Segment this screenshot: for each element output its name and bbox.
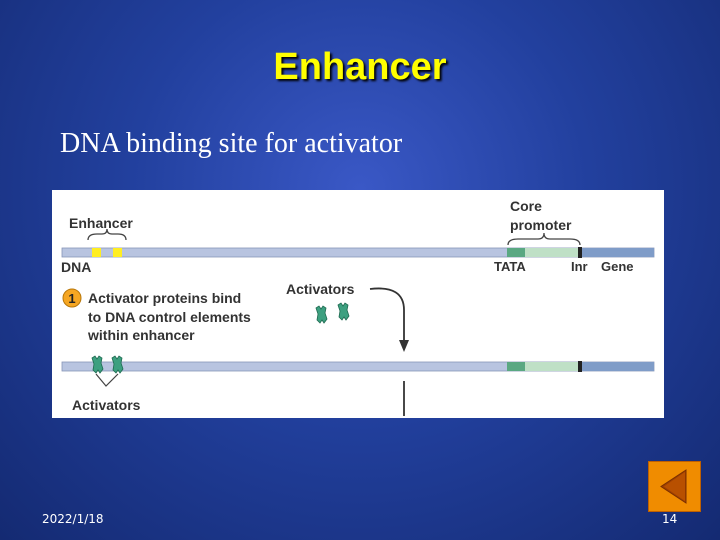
previous-slide-button[interactable] — [648, 461, 701, 512]
core-promoter-label-line1: Core — [510, 198, 542, 214]
activators-pointer — [95, 373, 119, 387]
previous-triangle-icon — [660, 469, 687, 504]
inr-marker-top — [578, 247, 582, 258]
activators-bottom-label: Activators — [72, 397, 141, 413]
step-number: 1 — [68, 291, 75, 306]
activators-top-label: Activators — [286, 281, 355, 297]
enhancer-diagram-svg: Enhancer Core promoter DNA TATA Inr Gene… — [61, 198, 655, 416]
step-text-line1: Activator proteins bind — [88, 290, 241, 306]
enhancer-site-2 — [113, 248, 122, 257]
promoter-region-bottom — [525, 362, 578, 371]
binding-arrow — [369, 287, 405, 345]
inr-marker-bottom — [578, 361, 582, 372]
activator-protein-icon — [91, 355, 104, 374]
binding-arrow-head — [399, 340, 409, 352]
activator-protein-icon — [315, 305, 328, 324]
slide-date: 2022/1/18 — [42, 512, 104, 526]
core-promoter-label-line2: promoter — [510, 217, 572, 233]
activator-protein-icon — [337, 302, 350, 321]
promoter-region-top — [525, 248, 578, 257]
activator-protein-icon — [111, 355, 124, 374]
tata-box-top — [507, 248, 525, 257]
core-promoter-bracket — [507, 232, 581, 246]
gene-region-top — [582, 248, 654, 257]
enhancer-diagram: Enhancer Core promoter DNA TATA Inr Gene… — [52, 190, 664, 418]
slide-title: Enhancer — [273, 46, 447, 88]
step-number-circle — [62, 288, 82, 308]
enhancer-site-1 — [92, 248, 101, 257]
inr-label: Inr — [571, 259, 588, 274]
dna-label: DNA — [61, 259, 91, 275]
enhancer-bracket — [87, 228, 127, 241]
tata-box-bottom — [507, 362, 525, 371]
slide-page-number: 14 — [662, 512, 678, 526]
gene-label: Gene — [601, 259, 634, 274]
slide-subtitle: DNA binding site for activator — [60, 128, 403, 159]
step-text-line2: to DNA control elements — [88, 309, 251, 325]
tata-label: TATA — [494, 259, 526, 274]
gene-region-bottom — [582, 362, 654, 371]
step-text-line3: within enhancer — [87, 327, 195, 343]
enhancer-label: Enhancer — [69, 215, 133, 231]
